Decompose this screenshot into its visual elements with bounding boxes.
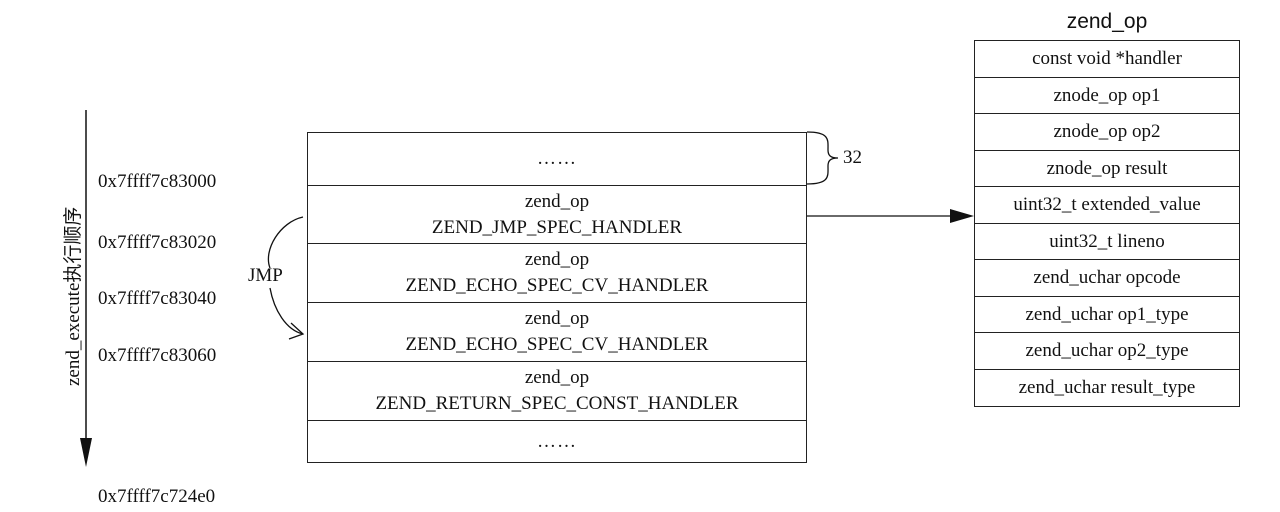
struct-title: zend_op	[1066, 10, 1148, 33]
struct-field: uint32_t lineno	[975, 224, 1239, 260]
struct-field: zend_uchar opcode	[975, 260, 1239, 297]
op-handler: ZEND_JMP_SPEC_HANDLER	[431, 216, 683, 238]
op-type: zend_op	[524, 249, 590, 270]
opcode-row: zend_op ZEND_ECHO_SPEC_CV_HANDLER	[308, 244, 806, 303]
opcode-row: zend_op ZEND_ECHO_SPEC_CV_HANDLER	[308, 303, 806, 362]
opcode-row: zend_op ZEND_JMP_SPEC_HANDLER	[308, 186, 806, 244]
struct-field: const void *handler	[975, 41, 1239, 78]
ellipsis-row: ……	[308, 421, 806, 462]
opcode-row: zend_op ZEND_RETURN_SPEC_CONST_HANDLER	[308, 362, 806, 421]
op-type: zend_op	[524, 190, 590, 212]
ellipsis: ……	[537, 430, 577, 452]
op-type: zend_op	[524, 308, 590, 329]
ellipsis: ……	[537, 148, 577, 169]
struct-field: zend_uchar result_type	[1018, 376, 1196, 398]
jmp-arrow-icon	[267, 216, 305, 340]
struct-field: zend_uchar op1_type	[975, 297, 1239, 333]
down-arrow-icon	[80, 110, 92, 467]
jmp-label: JMP	[248, 265, 283, 286]
address-label: 0x7ffff7c83020	[98, 232, 217, 253]
struct-field: znode_op op2	[975, 114, 1239, 151]
ellipsis-row: ……	[308, 133, 806, 186]
op-type: zend_op	[524, 367, 590, 388]
struct-field: uint32_t extended_value	[975, 187, 1239, 224]
size-annotation: 32	[843, 147, 862, 168]
pointer-arrow-icon	[807, 209, 974, 223]
op-handler: ZEND_ECHO_SPEC_CV_HANDLER	[405, 334, 709, 355]
op-handler: ZEND_RETURN_SPEC_CONST_HANDLER	[375, 393, 739, 414]
brace-icon	[806, 131, 839, 185]
struct-table: const void *handler znode_op op1 znode_o…	[974, 40, 1240, 407]
address-label: 0x7ffff7c83060	[98, 345, 217, 366]
struct-field: znode_op op1	[975, 78, 1239, 114]
address-label: 0x7ffff7c83040	[98, 288, 217, 309]
op-handler: ZEND_ECHO_SPEC_CV_HANDLER	[405, 275, 709, 296]
struct-field: znode_op result	[975, 151, 1239, 187]
address-label: 0x7ffff7c83000	[98, 171, 217, 192]
end-address-label: 0x7ffff7c724e0	[98, 486, 216, 507]
opcode-array-table: …… zend_op ZEND_JMP_SPEC_HANDLER zend_op…	[307, 132, 807, 463]
struct-field: zend_uchar op2_type	[975, 333, 1239, 370]
